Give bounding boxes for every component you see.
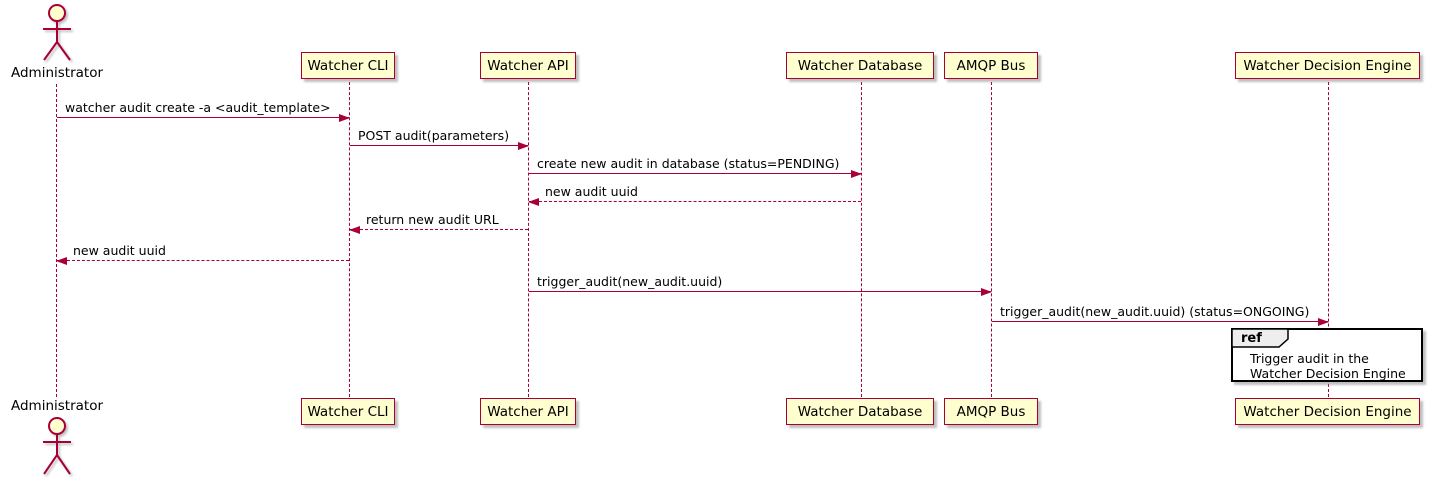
message-label: create new audit in database (status=PEN… [537, 156, 840, 171]
message-line [992, 321, 1328, 322]
message-trigger-audit-ongoing: trigger_audit(new_audit.uuid) (status=ON… [992, 303, 1329, 326]
lifeline-watcher-database [861, 82, 862, 397]
message-label: new audit uuid [73, 243, 166, 258]
lifeline-administrator [56, 84, 57, 397]
actor-administrator-icon [43, 417, 71, 475]
message-create-audit-db: create new audit in database (status=PEN… [529, 155, 862, 178]
message-line [350, 229, 528, 230]
participant-amqp-bus-bottom: AMQP Bus [944, 398, 1038, 425]
arrowhead-icon [349, 226, 360, 234]
message-new-audit-uuid-to-admin: new audit uuid [56, 242, 349, 265]
participant-administrator-bottom: Administrator [10, 398, 104, 414]
message-line [57, 117, 349, 118]
message-label: new audit uuid [545, 184, 638, 199]
lifeline-watcher-decision-engine [1328, 82, 1329, 397]
message-return-audit-url: return new audit URL [349, 211, 528, 234]
ref-tab-icon [1231, 328, 1289, 348]
participant-amqp-bus-top: AMQP Bus [944, 52, 1038, 79]
message-line [529, 291, 991, 292]
message-label: watcher audit create -a <audit_template> [65, 100, 331, 115]
actor-administrator-icon [43, 4, 71, 61]
message-trigger-audit: trigger_audit(new_audit.uuid) [529, 273, 992, 296]
participant-administrator-top: Administrator [10, 65, 104, 81]
message-line [529, 173, 861, 174]
message-new-audit-uuid-return: new audit uuid [528, 183, 861, 206]
participant-watcher-cli-bottom: Watcher CLI [301, 398, 395, 425]
ref-text-line: Watcher Decision Engine [1250, 366, 1406, 381]
lifeline-amqp-bus [991, 82, 992, 397]
message-post-audit: POST audit(parameters) [350, 127, 529, 150]
arrowhead-icon [56, 257, 67, 265]
arrowhead-icon [851, 170, 862, 178]
participant-watcher-api-bottom: Watcher API [480, 398, 576, 425]
message-line [57, 260, 349, 261]
message-label: POST audit(parameters) [358, 128, 510, 143]
participant-watcher-api-top: Watcher API [480, 52, 576, 79]
message-label: return new audit URL [366, 212, 499, 227]
participant-watcher-decision-engine-top: Watcher Decision Engine [1235, 52, 1420, 79]
message-label: trigger_audit(new_audit.uuid) [537, 274, 723, 289]
ref-text-line: Trigger audit in the [1250, 351, 1369, 366]
message-audit-create: watcher audit create -a <audit_template> [57, 99, 350, 122]
arrowhead-icon [528, 198, 539, 206]
arrowhead-icon [518, 142, 529, 150]
participant-watcher-database-top: Watcher Database [786, 52, 934, 79]
lifeline-watcher-cli [349, 82, 350, 397]
participant-watcher-cli-top: Watcher CLI [301, 52, 395, 79]
lifeline-watcher-api [528, 82, 529, 397]
arrowhead-icon [981, 288, 992, 296]
message-line [529, 201, 861, 202]
message-label: trigger_audit(new_audit.uuid) (status=ON… [1000, 304, 1310, 319]
arrowhead-icon [339, 114, 350, 122]
ref-fragment: ref Trigger audit in the Watcher Decisio… [1231, 328, 1423, 382]
ref-keyword: ref [1241, 331, 1262, 346]
participant-watcher-database-bottom: Watcher Database [786, 398, 934, 425]
arrowhead-icon [1318, 318, 1329, 326]
participant-watcher-decision-engine-bottom: Watcher Decision Engine [1235, 398, 1420, 425]
message-line [350, 145, 528, 146]
